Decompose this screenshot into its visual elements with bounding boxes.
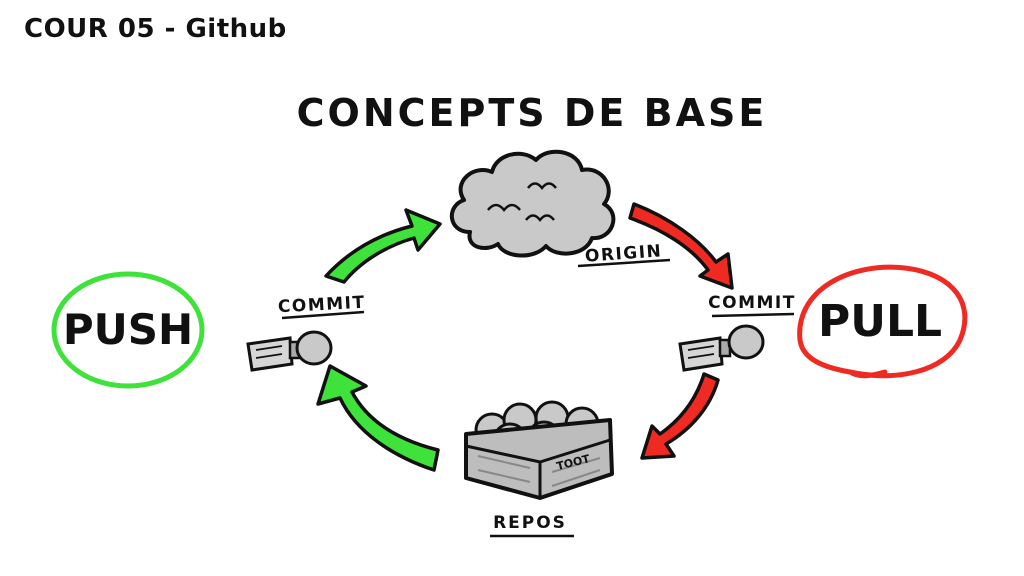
origin-underline xyxy=(577,258,671,268)
commit-right-label: COMMIT xyxy=(708,293,796,313)
cloud-icon xyxy=(449,149,616,258)
pull-arrow-down xyxy=(628,202,734,290)
stamp-icon xyxy=(678,324,765,372)
push-arrow-left xyxy=(316,364,440,472)
pull-arrow-repo xyxy=(640,372,720,460)
repos-label: REPOS xyxy=(493,513,567,533)
push-label: PUSH xyxy=(63,305,193,354)
diagram-title: CONCEPTS DE BASE xyxy=(297,91,768,135)
pull-badge: PULL xyxy=(797,264,968,379)
crate-icon: TOOT xyxy=(464,400,614,500)
course-title: COUR 05 - Github xyxy=(24,14,287,44)
stamp-icon xyxy=(246,330,333,372)
commit-right-underline xyxy=(711,312,795,318)
pull-label: PULL xyxy=(818,296,942,347)
push-arrow-up xyxy=(324,208,442,284)
commit-left-underline xyxy=(281,310,365,320)
push-badge: PUSH xyxy=(51,271,205,389)
